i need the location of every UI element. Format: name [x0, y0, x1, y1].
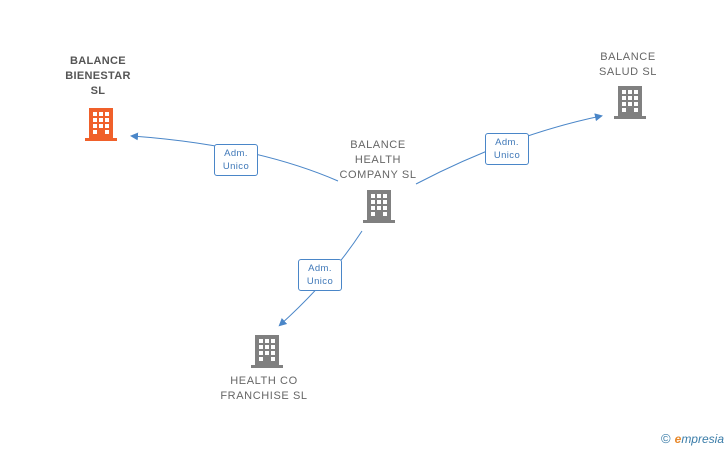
empresia-logo: ©empresia	[661, 431, 724, 446]
role-badge-franchise[interactable]: Adm. Unico	[298, 259, 342, 291]
node-label-balance-salud[interactable]: BALANCE SALUD SL	[599, 51, 657, 78]
building-icon-balance-health-company[interactable]	[363, 188, 395, 224]
role-badge-line1: Adm.	[308, 263, 332, 274]
building-icon-health-co-franchise[interactable]	[251, 333, 283, 369]
role-badge-line2: Unico	[222, 161, 250, 172]
building-icon-balance-salud[interactable]	[614, 84, 646, 120]
brand-initial: e	[674, 432, 682, 446]
role-badge-line1: Adm.	[224, 148, 248, 159]
node-label-health-co-franchise[interactable]: HEALTH CO FRANCHISE SL	[220, 375, 308, 402]
node-label-balance-bienestar[interactable]: BALANCE BIENESTAR SL	[65, 55, 131, 97]
copyright-symbol: ©	[661, 431, 671, 446]
role-badge-line2: Unico	[493, 150, 521, 161]
brand-name: mpresia	[681, 432, 724, 446]
role-badge-line2: Unico	[306, 276, 334, 287]
building-icon-balance-bienestar[interactable]	[85, 106, 117, 142]
role-badge-bienestar[interactable]: Adm. Unico	[214, 144, 258, 176]
role-badge-salud[interactable]: Adm. Unico	[485, 133, 529, 165]
node-label-balance-health-company[interactable]: BALANCE HEALTH COMPANY SL	[339, 139, 417, 181]
role-badge-line1: Adm.	[495, 137, 519, 148]
